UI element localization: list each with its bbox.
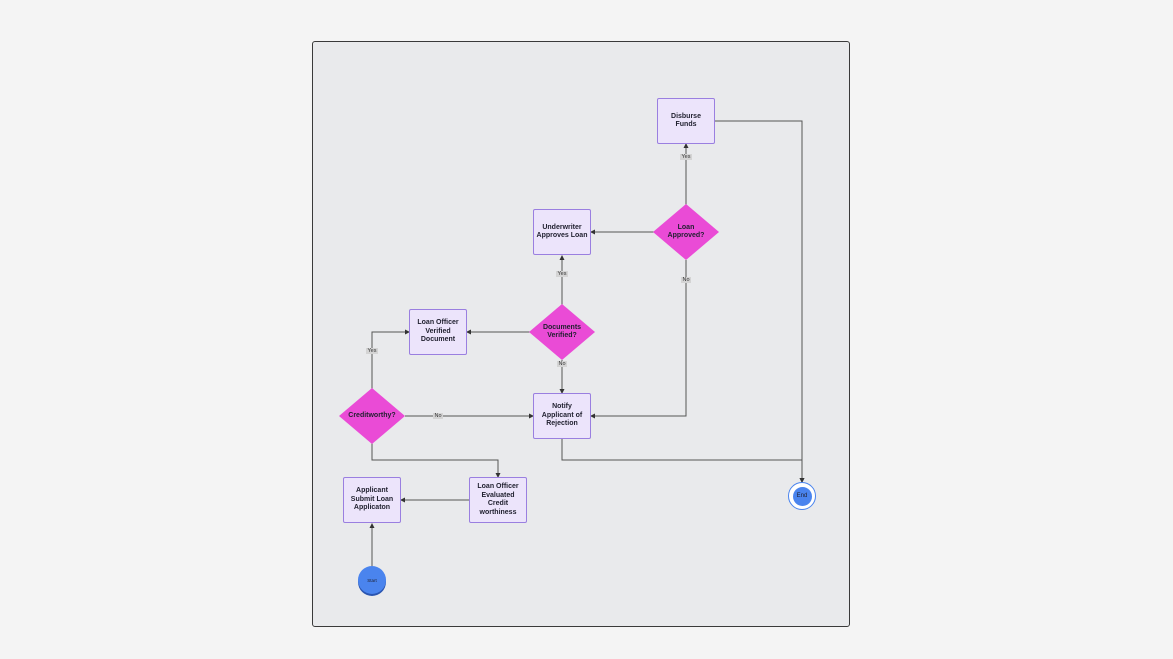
verified-document-label: Loan Officer Verified Document <box>417 319 459 344</box>
loan-approved-label: Loan Approved? <box>667 223 705 240</box>
start-label: Start <box>367 577 377 583</box>
end-label: End <box>796 493 808 499</box>
edge-label-approved-no: No <box>680 277 692 283</box>
edge-label-credit-no: No <box>432 413 444 419</box>
end-node[interactable]: End <box>788 482 816 510</box>
underwriter-approves-label: Underwriter Approves Loan <box>536 223 588 240</box>
disburse-funds-label: Disburse Funds <box>671 112 701 129</box>
edge-label-docs-no: No <box>556 361 568 367</box>
creditworthy-label: Creditworthy? <box>348 411 396 419</box>
notify-rejection-node[interactable]: Notify Applicant of Rejection <box>533 393 591 439</box>
edge-label-approved-yes: Yes <box>680 154 692 160</box>
verified-document-node[interactable]: Loan Officer Verified Document <box>409 309 467 355</box>
start-node[interactable]: Start <box>358 566 386 594</box>
disburse-funds-node[interactable]: Disburse Funds <box>657 98 715 144</box>
loan-approved-decision[interactable]: Loan Approved? <box>653 204 719 260</box>
edge-label-docs-yes: Yes <box>556 271 568 277</box>
end-inner: End <box>792 486 812 506</box>
submit-application-node[interactable]: Applicant Submit Loan Applicaton <box>343 477 401 523</box>
diamond-shape <box>529 304 595 360</box>
underwriter-approves-node[interactable]: Underwriter Approves Loan <box>533 209 591 255</box>
documents-verified-decision[interactable]: Documents Verified? <box>529 304 595 360</box>
edge-label-credit-yes: Yes <box>366 348 378 354</box>
submit-application-label: Applicant Submit Loan Applicaton <box>350 487 394 512</box>
creditworthy-decision[interactable]: Creditworthy? <box>339 388 405 444</box>
evaluate-credit-node[interactable]: Loan Officer Evaluated Credit worthiness <box>469 477 527 523</box>
documents-verified-label: Documents Verified? <box>542 323 582 340</box>
notify-rejection-label: Notify Applicant of Rejection <box>541 403 583 428</box>
diamond-shape <box>339 388 405 444</box>
evaluate-credit-label: Loan Officer Evaluated Credit worthiness <box>477 483 519 516</box>
diamond-shape <box>653 204 719 260</box>
